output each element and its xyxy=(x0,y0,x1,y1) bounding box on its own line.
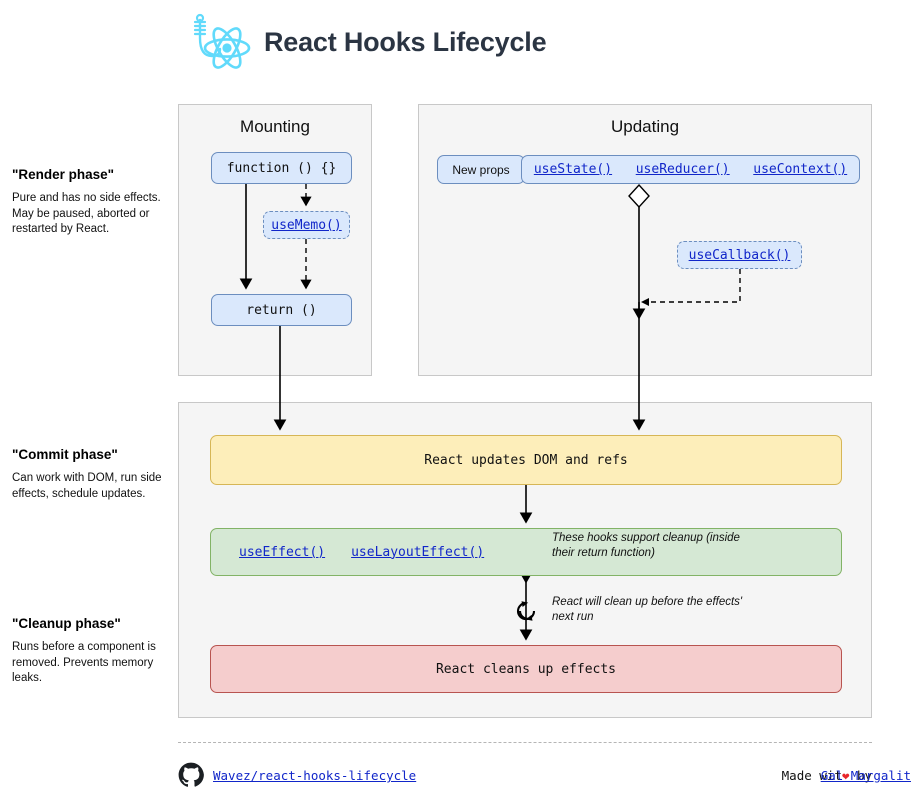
author-link[interactable]: Gal Margalit xyxy=(820,768,911,783)
phase-commit-title: "Commit phase" xyxy=(12,447,118,462)
made-with-suffix: by xyxy=(856,768,872,783)
panel-updating-title: Updating xyxy=(610,117,680,136)
phase-render-block: "Render phase" Pure and has no side effe… xyxy=(12,167,172,238)
made-with-prefix: Made wit xyxy=(781,768,842,783)
node-react-cleans-up-effects: React cleans up effects xyxy=(210,645,842,693)
repo-link[interactable]: Wavez/react-hooks-lifecycle xyxy=(213,768,417,783)
phase-render-title: "Render phase" xyxy=(12,167,115,182)
usememo-link[interactable]: useMemo() xyxy=(271,217,342,233)
made-with-text: Made wit❤ by xyxy=(782,768,872,783)
github-icon[interactable] xyxy=(178,762,204,788)
panel-updating: Updating xyxy=(418,104,872,376)
uselayouteffect-link[interactable]: useLayoutEffect() xyxy=(351,544,485,560)
note-react-will-clean-up: React will clean up before the effects' … xyxy=(552,596,743,623)
usecallback-link[interactable]: useCallback() xyxy=(688,247,791,263)
node-return-statement: return () xyxy=(211,294,352,326)
node-updating-hooks[interactable]: useState() useReducer() useContext() xyxy=(521,155,860,184)
usestate-link[interactable]: useState() xyxy=(533,162,613,177)
phase-cleanup-block: "Cleanup phase" Runs before a component … xyxy=(12,616,172,687)
footer-divider xyxy=(178,742,872,743)
phase-render-description: Pure and has no side effects. May be pau… xyxy=(12,192,161,235)
phase-commit-block: "Commit phase" Can work with DOM, run si… xyxy=(12,447,172,502)
phase-commit-description: Can work with DOM, run side effects, sch… xyxy=(12,472,162,500)
react-atom-hook-icon xyxy=(182,10,258,86)
node-usecallback[interactable]: useCallback() xyxy=(677,241,802,269)
page-title: React Hooks Lifecycle xyxy=(264,27,547,57)
cleanup-cycle-icon xyxy=(512,596,542,626)
node-react-updates-dom: React updates DOM and refs xyxy=(210,435,842,485)
note-hooks-support-cleanup: These hooks support cleanup (inside thei… xyxy=(552,532,740,559)
heart-icon: ❤ xyxy=(841,768,850,783)
node-usememo[interactable]: useMemo() xyxy=(263,211,350,239)
usereducer-link[interactable]: useReducer() xyxy=(635,162,730,177)
phase-cleanup-title: "Cleanup phase" xyxy=(12,616,121,631)
usecontext-link[interactable]: useContext() xyxy=(753,162,848,177)
node-effect-hooks[interactable]: useEffect() useLayoutEffect() xyxy=(210,528,842,576)
useeffect-link[interactable]: useEffect() xyxy=(239,544,326,560)
node-function-declaration: function () {} xyxy=(211,152,352,184)
phase-cleanup-description: Runs before a component is removed. Prev… xyxy=(12,641,156,684)
panel-mounting: Mounting xyxy=(178,104,372,376)
node-new-props: New props xyxy=(437,155,525,184)
panel-mounting-title: Mounting xyxy=(240,117,310,136)
